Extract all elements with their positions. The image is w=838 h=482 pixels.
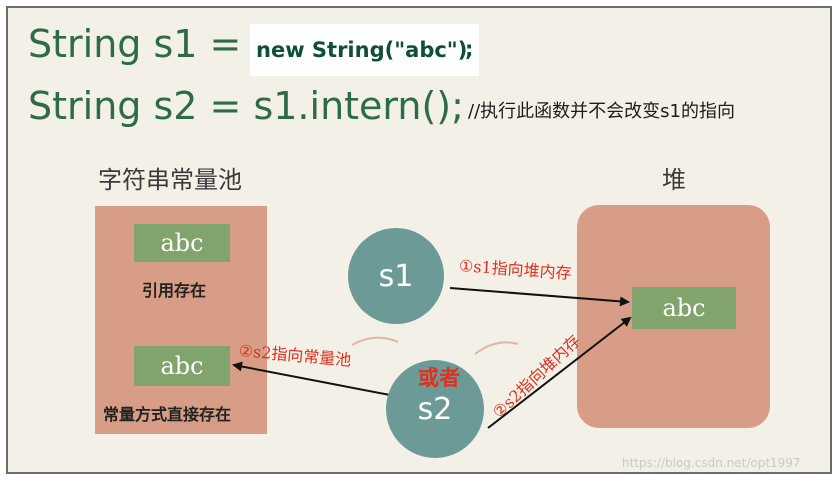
annotation-or: 或者	[418, 366, 460, 390]
pool-ref-label: 引用存在	[142, 281, 207, 300]
code-comment: //执行此函数并不会改变s1的指向	[468, 101, 735, 122]
pool-direct-cell: abc	[134, 346, 230, 386]
code-line-1-suffix: ;	[465, 37, 474, 61]
pool-ref-cell: abc	[134, 224, 230, 262]
arrow-s2-to-heap	[487, 316, 632, 429]
code-highlight-box: new String("abc")	[250, 24, 480, 76]
decorative-arc-right	[474, 341, 519, 355]
code-line-1-prefix: String s1 =	[28, 22, 242, 66]
pool-direct-label: 常量方式直接存在	[103, 405, 232, 424]
code-line-2: String s2 = s1.intern();	[28, 84, 464, 128]
arrow-s2-to-pool	[232, 361, 391, 396]
variable-s1: s1	[348, 228, 444, 324]
string-pool-title: 字符串常量池	[98, 166, 242, 194]
variable-s2: s2	[386, 360, 484, 458]
heap-title: 堆	[662, 166, 686, 194]
watermark: https://blog.csdn.net/opt1997	[622, 456, 801, 470]
code-line-1: String s1 =	[28, 22, 241, 66]
arrow-s1-to-heap	[449, 287, 630, 307]
heap-cell: abc	[632, 287, 736, 329]
decorative-arc-left	[351, 336, 399, 346]
